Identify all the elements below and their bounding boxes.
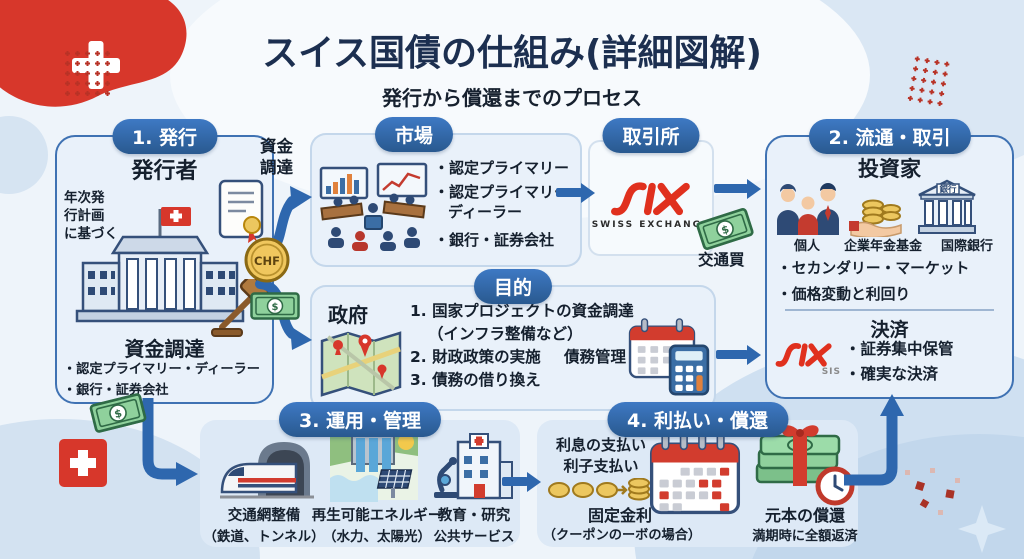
money-stack-icon [755, 425, 855, 506]
sis-logo-subtext: SIS [821, 367, 841, 377]
badge-redemption: 4. 利払い・償還 [606, 402, 789, 437]
badge-issuance: 1. 発行 [111, 119, 218, 154]
six-logo-icon [775, 343, 832, 367]
page-subtitle: 発行から償還までのプロセス [382, 86, 642, 110]
fixed-rate-note: （クーポンのーボの場合） [542, 528, 702, 543]
badge-purpose: 目的 [473, 269, 553, 304]
badge-exchange: 取引所 [602, 118, 700, 153]
svg-text:銀行: 銀行 [938, 184, 957, 195]
chf-coin-icon: CHF [244, 237, 290, 283]
principal-label: 元本の償還 [764, 506, 845, 525]
arrow-exchange-to-trading [714, 178, 761, 199]
plus-grid-top-left [64, 50, 114, 98]
investor-label: 国際銀行 [940, 239, 993, 254]
principal-note: 満期時に全額返済 [752, 529, 858, 544]
panel-trading: 2. 流通・取引 投資家 銀行 個人 [765, 119, 1014, 399]
certificate-icon [218, 179, 264, 243]
bank-icon: 銀行 [918, 179, 976, 234]
panel-redemption: 4. 利払い・償還 利息の支払い 利子支払い [537, 402, 858, 547]
funding-subheading: 資金調達 [124, 337, 205, 361]
svg-text:$: $ [720, 222, 731, 237]
pension-coins-icon [849, 199, 902, 237]
investor-label: 企業年金基金 [843, 239, 922, 254]
settlement-heading: 決済 [870, 319, 909, 341]
red-dot-faint [905, 470, 910, 475]
purpose-item: 3. 債務の借り換え [410, 371, 541, 389]
money-bill-icon: $ [89, 393, 147, 433]
market-bullet: ・認定プライマリー [434, 159, 570, 177]
fixed-rate-label: 固定金利 [587, 506, 652, 525]
arrow-market-to-exchange [556, 182, 595, 203]
purpose-item: （インフラ整備など） [428, 325, 583, 343]
mgmt-label-3a: 教育・研究 [437, 508, 511, 524]
six-swiss-exchange-logo: SWISS EXCHANGE [590, 182, 712, 230]
six-sis-logo: SIS [775, 343, 841, 377]
market-bullet: ・銀行・証券会社 [434, 231, 555, 249]
issuance-bullet: ・認定プライマリー・ディーラー [63, 362, 260, 377]
market-bullet: ・認定プライマリー・ディーラー [434, 183, 585, 221]
map-icon [320, 331, 402, 397]
train-icon [220, 442, 314, 499]
calculator-icon [668, 344, 710, 396]
purpose-item: 2. 財政政策の実施 [410, 348, 541, 366]
mgmt-label-2a: 再生可能エネルギー [311, 508, 443, 524]
red-dot [945, 489, 955, 499]
payment-calendar-icon [649, 432, 741, 515]
funding-flow-label: 資金 調達 [260, 137, 293, 178]
debt-management-label: 債務管理 [564, 348, 627, 366]
red-dot-faint [955, 478, 960, 483]
coins-row-icon [548, 478, 650, 501]
panel-purpose: 目的 政府 1. 国家プロジェクトの資金調達 （インフラ整備など） 2. 財政政… [310, 269, 716, 411]
settlement-bullet: ・確実な決済 [845, 365, 939, 383]
trading-bullet: ・価格変動と利回り [777, 286, 911, 303]
mgmt-label-1a: 交通網整備 [227, 508, 301, 524]
red-dot-faint [930, 468, 935, 473]
swiss-flag-icon [59, 439, 107, 487]
issuance-note: 年次発 行計画 に基づく [64, 190, 118, 243]
svg-text:$: $ [113, 407, 123, 421]
panel-exchange: 取引所 SWISS EXCHANGE [588, 118, 714, 256]
interest-label-1: 利息の支払い [555, 436, 646, 454]
government-building-icon [75, 207, 245, 323]
svg-text:CHF: CHF [254, 254, 280, 268]
arrow-management-to-redemption [502, 471, 541, 492]
public-services-icon [434, 433, 513, 500]
settlement-bullet: ・証券集中保管 [845, 340, 954, 358]
issuer-heading: 発行者 [131, 159, 198, 184]
panel-management: 3. 運用・管理 [200, 402, 520, 547]
investors-people-icon [777, 183, 839, 235]
divider [785, 309, 994, 311]
mgmt-label-1b: （鉄道、トンネル） [203, 529, 325, 545]
issuance-bullet: ・銀行・証券会社 [63, 383, 169, 398]
government-label: 政府 [328, 303, 368, 327]
investors-heading: 投資家 [858, 157, 921, 181]
interest-label-2: 利子支払い [563, 457, 639, 475]
trade-flow-label: 交通買 [698, 251, 745, 269]
svg-text:$: $ [272, 302, 279, 313]
arrow-redemption-to-settlement [844, 394, 904, 486]
six-logo-subtext: SWISS EXCHANGE [591, 220, 711, 230]
page-title: スイス国債の仕組み(詳細図解) [262, 33, 762, 74]
trading-bullet: ・セカンダリー・マーケット [777, 260, 970, 277]
renewable-energy-icon [330, 432, 418, 502]
badge-market: 市場 [374, 117, 453, 152]
red-dot-faint [938, 510, 943, 515]
money-bill-icon: $ [696, 207, 754, 251]
badge-trading: 2. 流通・取引 [808, 119, 971, 154]
sparkle-icon [958, 505, 1006, 553]
mgmt-label-3b: 公共サービス [433, 529, 515, 545]
purpose-item: 1. 国家プロジェクトの資金調達 [410, 302, 634, 320]
money-bill-icon: $ [250, 292, 300, 320]
badge-management: 3. 運用・管理 [278, 402, 442, 437]
arrow-purpose-to-settlement [716, 344, 761, 365]
investor-label: 個人 [793, 239, 820, 254]
trading-floor-icon [319, 162, 428, 251]
panel-market: 市場 ・認定プライマリー ・認定プライマリー・ディーラー ・銀行・証券会社 [310, 117, 584, 267]
six-logo-icon [611, 182, 690, 216]
plus-cluster-top-right [906, 54, 954, 110]
arrow-issuance-to-management [142, 398, 198, 486]
panel-issuance: 1. 発行 発行者 年次発 行計画 に基づく [55, 119, 274, 404]
mgmt-label-2b: （水力、太陽光） [323, 529, 431, 545]
